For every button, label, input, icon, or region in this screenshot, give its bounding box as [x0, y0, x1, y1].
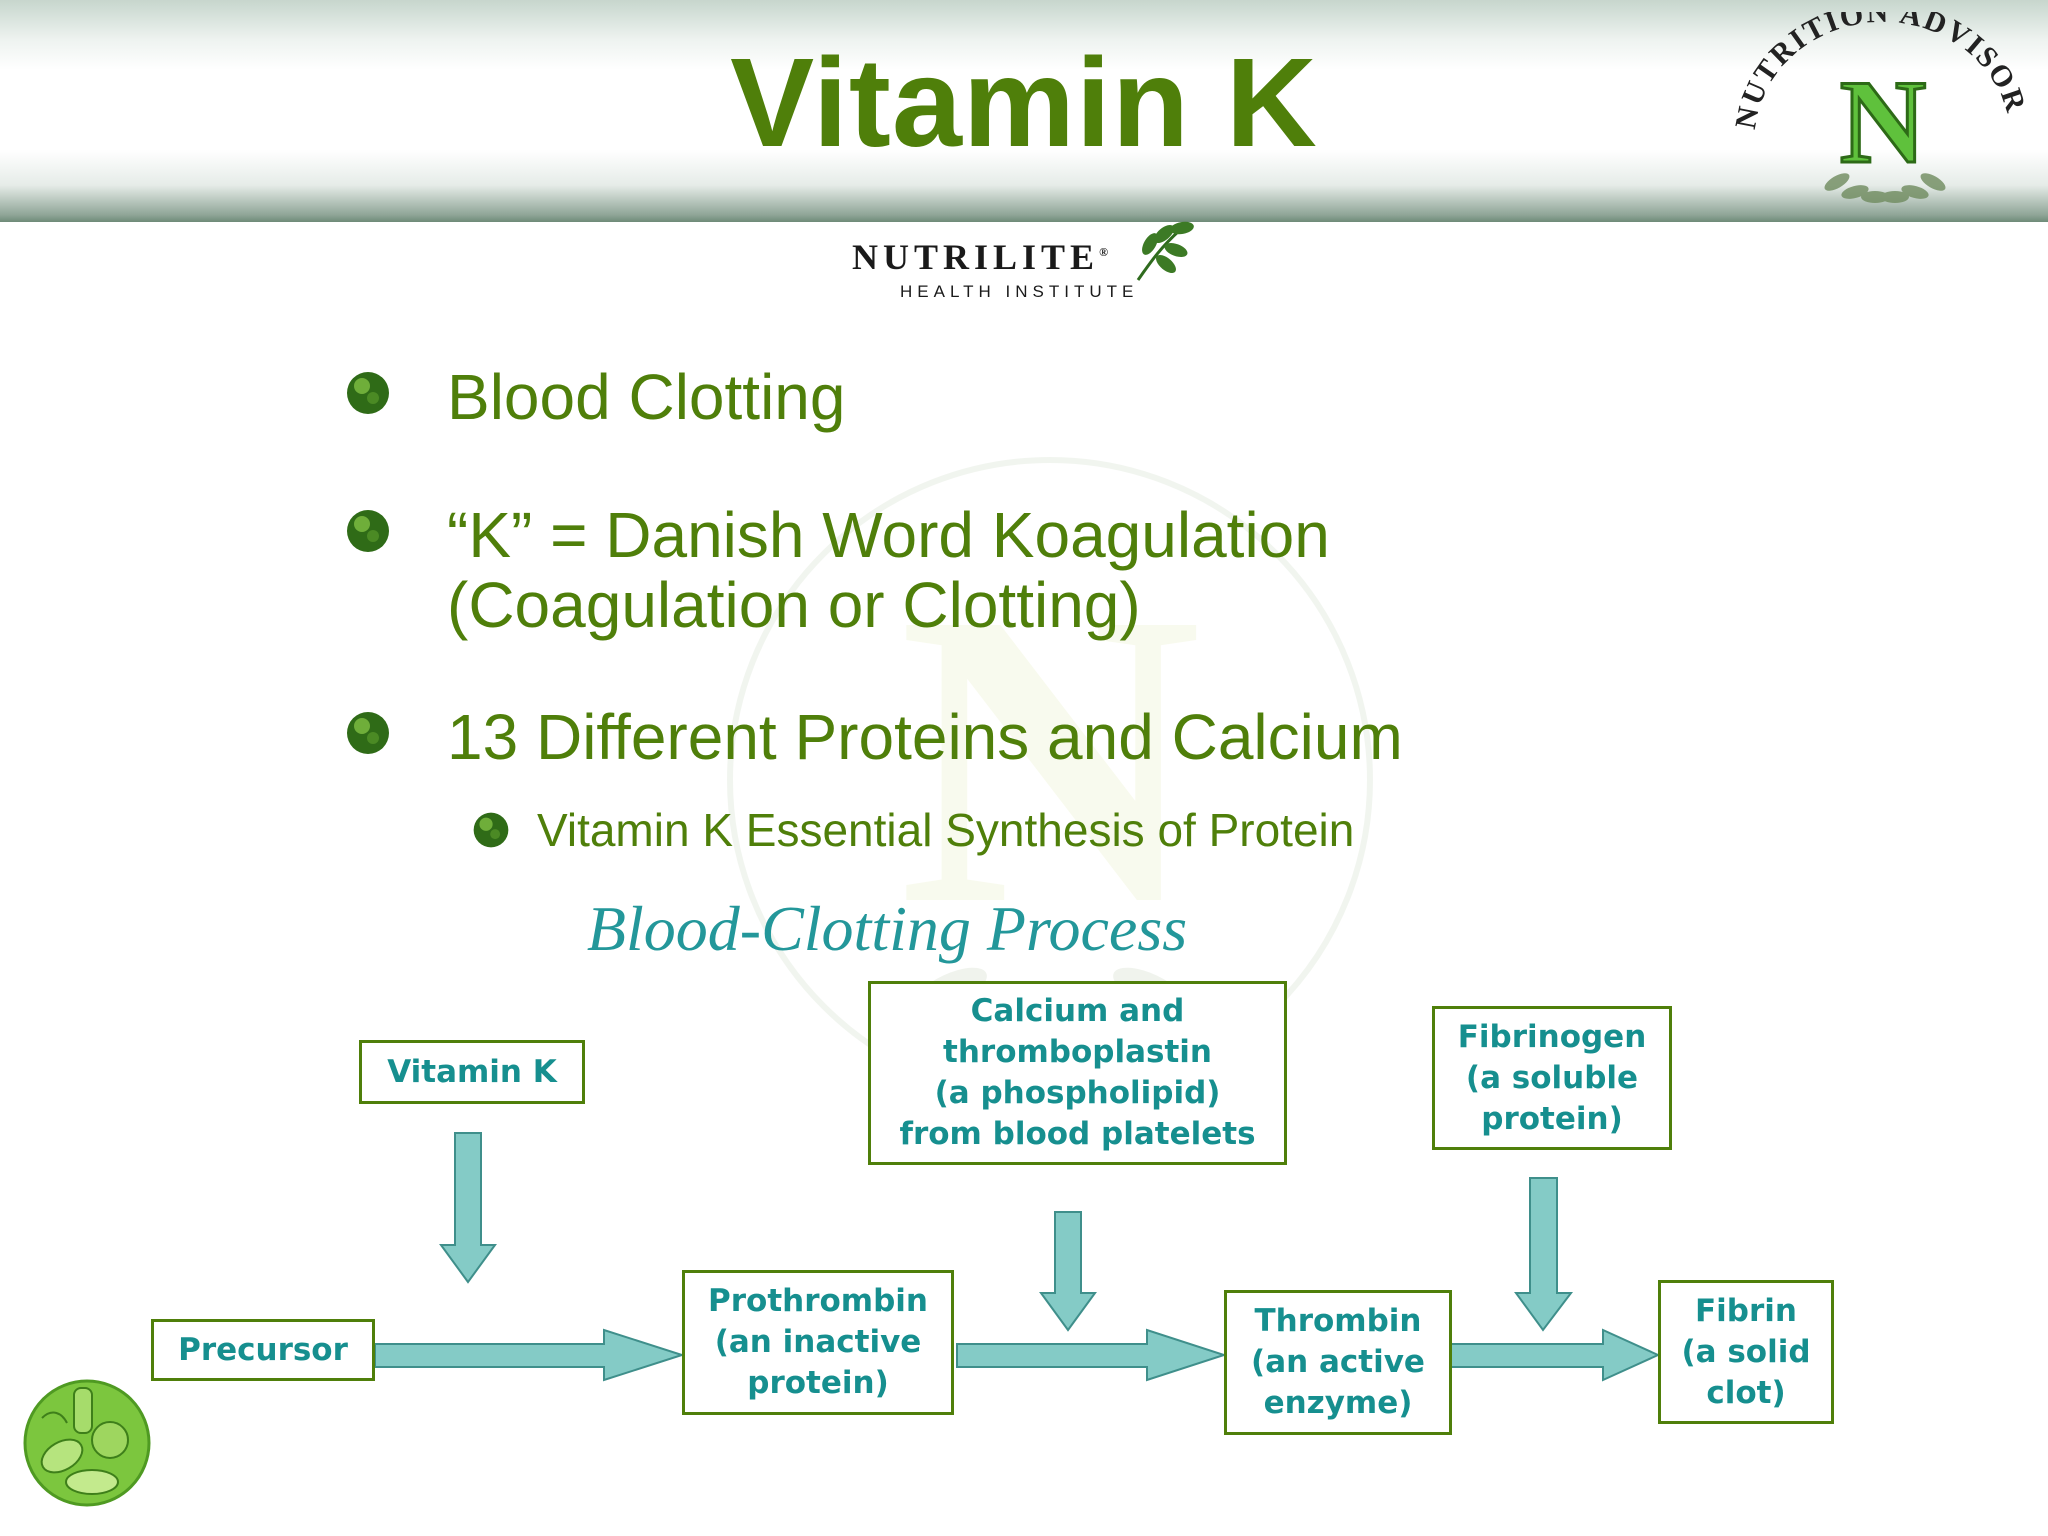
- page-title: Vitamin K: [730, 32, 1318, 173]
- bullet-icon: [347, 372, 389, 414]
- arrow-down-calcium: [1039, 1211, 1097, 1332]
- arrow-down-vitamin-k: [439, 1132, 497, 1284]
- arrow-right-precursor: [374, 1328, 686, 1382]
- arrow-right-thrombin: [1450, 1328, 1661, 1382]
- bullet-k-danish-word: “K” = Danish Word Koagulation (Coagulati…: [447, 500, 1330, 640]
- box-fibrin: Fibrin (a solid clot): [1658, 1280, 1834, 1424]
- box-prothrombin: Prothrombin (an inactive protein): [682, 1270, 954, 1415]
- diagram-title: Blood-Clotting Process: [586, 893, 1188, 964]
- box-precursor: Precursor: [151, 1319, 375, 1381]
- box-fibrinogen: Fibrinogen (a soluble protein): [1432, 1006, 1672, 1150]
- bullet-k-line-1: “K” = Danish Word Koagulation: [447, 499, 1330, 571]
- bullet-13-proteins: 13 Different Proteins and Calcium: [447, 701, 1403, 773]
- box-thrombin: Thrombin (an active enzyme): [1224, 1290, 1452, 1435]
- sub-bullet-synthesis: Vitamin K Essential Synthesis of Protein: [537, 804, 1355, 856]
- leaf-icon: [1136, 221, 1194, 281]
- food-icon: [23, 1379, 151, 1507]
- header-band: [0, 0, 2048, 222]
- nutrilite-name: NUTRILITE®: [852, 237, 1114, 277]
- bullet-icon: [347, 712, 389, 754]
- arrow-down-fibrinogen: [1514, 1177, 1574, 1332]
- arrow-right-prothrombin: [956, 1328, 1228, 1382]
- bullet-icon: [347, 510, 389, 552]
- sub-bullet-icon: [473, 812, 509, 848]
- nutrilite-subtitle: HEALTH INSTITUTE: [900, 282, 1139, 301]
- nutrition-advisor-logo: NUTRITION ADVISOR N: [1729, 12, 2025, 203]
- bullet-k-line-2: (Coagulation or Clotting): [447, 569, 1141, 641]
- bullet-blood-clotting: Blood Clotting: [447, 361, 846, 433]
- box-calcium-thromboplastin: Calcium and thromboplastin (a phospholip…: [868, 981, 1287, 1165]
- svg-text:N: N: [898, 526, 1201, 991]
- advisor-logo-letter: N: [1840, 55, 1927, 188]
- box-vitamin-k: Vitamin K: [359, 1040, 585, 1104]
- nutrilite-logo: NUTRILITE® HEALTH INSTITUTE: [850, 218, 1200, 308]
- laurel-icon: [1824, 173, 1946, 203]
